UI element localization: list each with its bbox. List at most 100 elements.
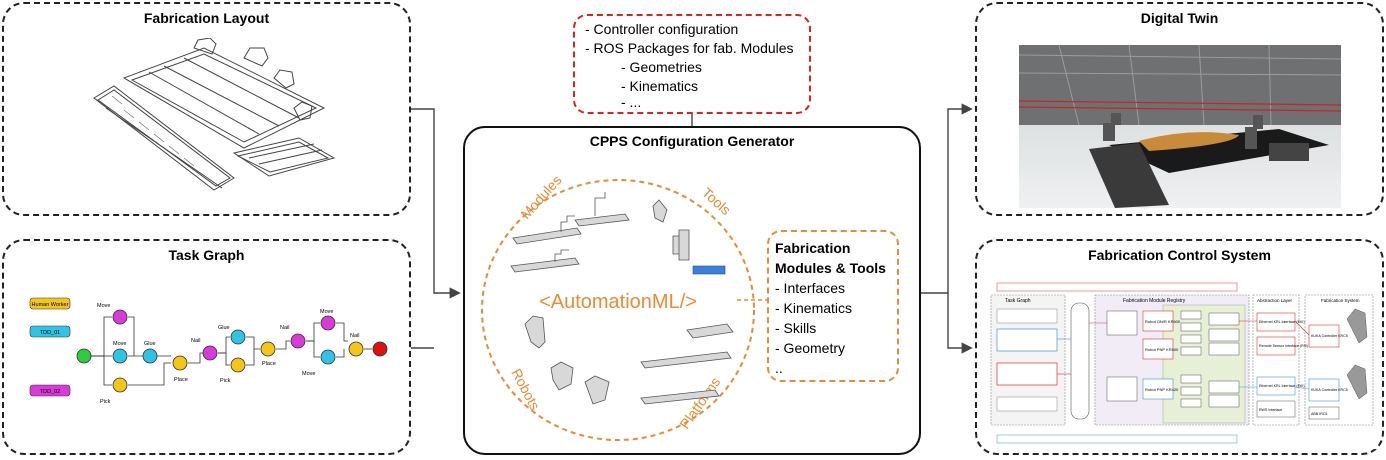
node-place-1: [172, 355, 188, 371]
cs-section-fab-system: Fabrication System: [1321, 298, 1360, 303]
label-pick-2: Pick: [220, 378, 231, 384]
legend-tdd02-label: TDD_02: [40, 389, 60, 395]
tool-sketch-1: [652, 199, 668, 223]
task-graph-panel: Task Graph Human Worker TDD_01 TDD_02: [2, 239, 411, 455]
module-sketch-2: [510, 257, 580, 273]
modules-box-title-2: Modules & Tools: [775, 260, 886, 276]
node-nail-3: [348, 341, 364, 357]
legend-human-worker: [29, 297, 71, 310]
fabrication-layout-drawing: [93, 38, 336, 191]
digital-twin-title: Digital Twin: [1140, 10, 1219, 26]
ros-item-kinematics: - Kinematics: [621, 78, 699, 94]
label-place-2: Place: [262, 361, 276, 367]
platform-sketch-3: [640, 389, 720, 405]
control-system-diagram: Task Graph Fabrication Module Registry A…: [987, 279, 1377, 449]
robot-sketch-3: [584, 375, 610, 405]
ring-label-robots: Robots: [508, 366, 543, 413]
cs-section-registry: Fabrication Module Registry: [1123, 298, 1186, 304]
aml-ring: [481, 179, 755, 441]
node-glue-1: [142, 348, 158, 364]
cs-block-eki-2: Ethernet KRL Interface (EKI): [1259, 384, 1305, 388]
module-robot-sketch-1: [560, 215, 575, 232]
modules-item-kinematics: - Kinematics: [775, 300, 853, 316]
legend-human-label: Human Worker: [32, 302, 69, 308]
ring-label-platforms: Platforms: [676, 374, 723, 432]
legend-tdd01: [29, 325, 71, 338]
robot-sketch-1: [524, 315, 546, 349]
node-pick-1: [112, 377, 128, 393]
cpps-generator-panel: CPPS Configuration Generator Modules Too…: [463, 126, 921, 455]
modules-item-more: ..: [775, 360, 783, 376]
label-move-3: Move: [320, 309, 333, 315]
node-move-1: [112, 309, 128, 325]
robot-sketch-2: [550, 361, 574, 391]
task-graph-diagram: Human Worker TDD_01 TDD_02: [29, 297, 388, 405]
automationml-logo-text: <AutomationML/>: [539, 291, 697, 313]
fabrication-layout-panel: Fabrication Layout: [2, 2, 411, 216]
ros-item-controller: - Controller configuration: [585, 21, 739, 37]
node-move-2: [112, 348, 128, 364]
fabrication-control-title: Fabrication Control System: [1088, 247, 1271, 263]
modules-item-interfaces: - Interfaces: [775, 280, 846, 296]
platform-sketch-1: [686, 323, 734, 339]
digital-twin-render: [1019, 45, 1341, 208]
end-node: [372, 341, 388, 357]
task-graph-edges: [90, 316, 372, 386]
module-robot-sketch-3: [594, 192, 606, 216]
node-nail-1: [202, 345, 218, 361]
node-move-4: [320, 349, 336, 365]
modules-item-geometry: - Geometry: [775, 340, 846, 356]
fabrication-layout-title: Fabrication Layout: [143, 10, 270, 26]
ros-item-more: - ...: [621, 94, 642, 110]
node-glue-2: [230, 329, 246, 345]
platform-sketch-2: [640, 351, 732, 369]
label-move-4: Move: [302, 371, 315, 377]
label-pick-1: Pick: [100, 399, 111, 405]
label-move-2: Move: [113, 341, 126, 347]
cs-block-rws: RWS Interface: [1259, 408, 1282, 412]
node-pick-2: [230, 357, 246, 373]
cs-block-robot-2: Robot PNP KR500: [1145, 347, 1179, 352]
label-nail-3: Nail: [350, 333, 359, 339]
cs-block-eki-1: Ethernet KRL Interface (EKI): [1259, 320, 1305, 324]
fabrication-modules-box: Fabrication Modules & Tools - Interfaces…: [767, 230, 899, 382]
cs-block-robot-3: Robot PNP KR420: [1145, 387, 1179, 392]
cs-block-kuka-2: KUKA Controller KRC5: [1311, 388, 1348, 392]
ros-item-geometries: - Geometries: [621, 59, 702, 75]
node-move-3: [320, 315, 336, 331]
ring-label-modules: Modules: [517, 172, 564, 222]
cs-block-robot-1: Robot ON/R KR600: [1145, 319, 1181, 324]
cs-block-kuka-1: KUKA Controller KRC5: [1311, 334, 1348, 338]
label-nail-1: Nail: [191, 338, 200, 344]
start-node: [76, 348, 92, 364]
label-glue-2: Glue: [218, 325, 230, 331]
legend-tdd02: [29, 384, 71, 397]
legend-tdd01-label: TDD_01: [40, 330, 60, 336]
ring-label-tools: Tools: [699, 184, 734, 218]
digital-twin-panel: Digital Twin: [975, 2, 1384, 216]
cpps-generator-title: CPPS Configuration Generator: [589, 133, 795, 149]
module-sketch-3: [574, 213, 630, 227]
module-sketch-1: [512, 227, 582, 245]
ros-packages-box: - Controller configuration - ROS Package…: [573, 14, 811, 114]
fabrication-control-panel: Fabrication Control System Task Graph Fa…: [975, 239, 1384, 455]
cs-block-abb: ABB IRC5: [1311, 412, 1327, 416]
cs-block-rsi: Remote Sensor Interface (RSI): [1259, 344, 1308, 348]
tool-sketch-blue: [692, 265, 726, 275]
aml-ring-diagram: Modules Tools Robots Platforms <Automati…: [481, 172, 767, 441]
cs-section-abstraction: Abstraction Layer: [1257, 298, 1293, 303]
node-nail-2: [290, 333, 306, 349]
task-graph-title: Task Graph: [168, 247, 245, 263]
tool-sketch-2: [672, 229, 690, 261]
node-place-2: [260, 341, 276, 357]
module-robot-sketch-2: [554, 249, 569, 262]
modules-box-title-1: Fabrication: [775, 240, 851, 256]
ros-item-packages: - ROS Packages for fab. Modules: [585, 40, 794, 56]
label-move-1: Move: [97, 303, 110, 309]
label-glue-1: Glue: [144, 341, 156, 347]
label-nail-2: Nail: [280, 325, 289, 331]
modules-item-skills: - Skills: [775, 320, 817, 336]
cs-section-task-graph: Task Graph: [1005, 298, 1031, 304]
label-place-1: Place: [174, 377, 188, 383]
